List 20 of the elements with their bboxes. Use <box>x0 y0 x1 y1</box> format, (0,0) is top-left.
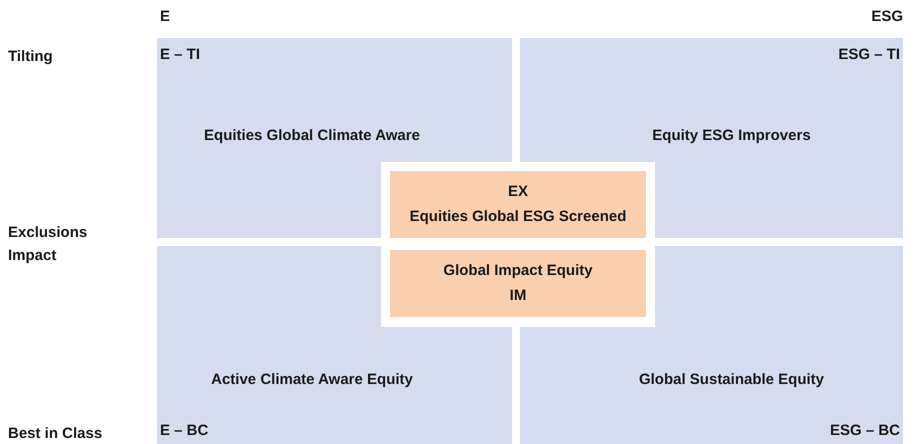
axis-label: Impact <box>8 246 56 266</box>
fund-box <box>390 250 646 317</box>
quadrant-code: ESG – TI <box>838 45 900 65</box>
axis-label: E <box>160 7 170 27</box>
fund-name: Global Sustainable Equity <box>638 370 826 390</box>
fund-text: Equities Global ESG Screened <box>410 208 626 226</box>
fund-name: Active Climate Aware Equity <box>210 370 414 390</box>
quadrant-code: E – BC <box>160 420 208 440</box>
axis-label: Tilting <box>8 47 53 67</box>
fund-text: IM <box>510 286 526 306</box>
fund-name: Equity ESG Improvers <box>651 126 812 146</box>
axis-label: ESG <box>870 7 903 27</box>
axis-label: Best in Class <box>8 424 102 444</box>
quadrant-code: ESG – BC <box>830 420 900 440</box>
fund-name: Equities Global Climate Aware <box>203 126 421 146</box>
fund-box <box>390 171 646 238</box>
quadrant-code: E – TI <box>160 45 200 65</box>
fund-text: Global Impact Equity <box>443 262 593 280</box>
axis-label: Exclusions <box>8 223 88 243</box>
fund-text: EX <box>508 182 528 202</box>
